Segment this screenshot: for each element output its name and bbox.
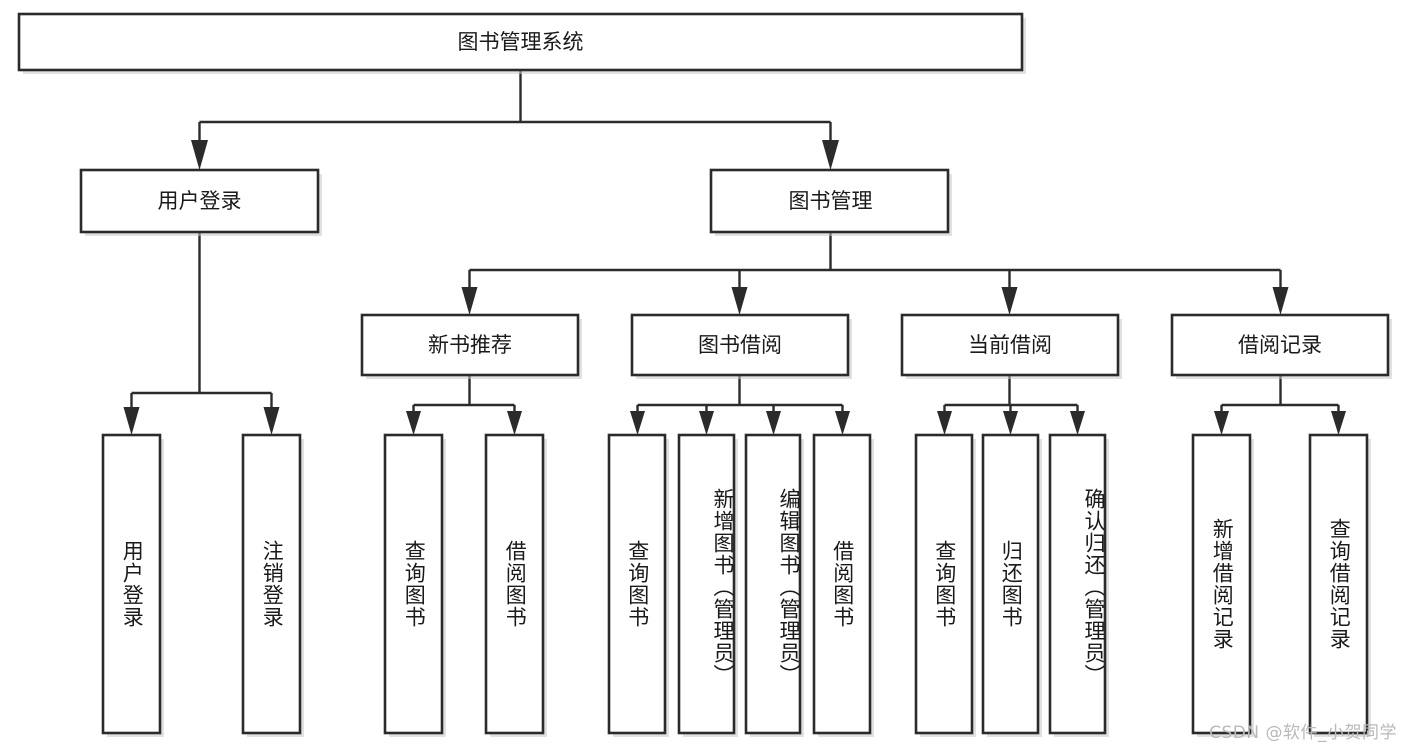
- node-leaf-logout-box: [241, 433, 302, 735]
- node-leaf-add-record[interactable]: [1191, 433, 1254, 737]
- node-leaf-add-record-box: [1191, 433, 1252, 735]
- nodes-layer: 图书管理系统 用户登录 图书管理 新书推荐 图书: [17, 12, 1392, 737]
- node-leaf-edit-book-box: [744, 433, 802, 735]
- node-book-borrow-box: [630, 313, 850, 377]
- arrow-to-new-book-rec: [461, 287, 478, 315]
- node-leaf-add-book-box: [677, 433, 736, 735]
- arrow-to-leaf-query-book-cur: [937, 411, 952, 435]
- node-root-box: [17, 12, 1024, 72]
- node-borrow-record-box: [1170, 313, 1390, 377]
- node-borrow-record-label: 借阅记录: [1238, 333, 1322, 357]
- node-root-label: 图书管理系统: [458, 30, 584, 54]
- node-user-login-label: 用户登录: [158, 189, 242, 213]
- node-leaf-user-login-box: [101, 433, 162, 735]
- arrow-to-leaf-query-book-borrow: [630, 411, 645, 435]
- arrow-to-leaf-add-record: [1214, 411, 1229, 435]
- arrow-to-leaf-borrow-book-rec: [507, 411, 522, 435]
- node-leaf-borrow-book-box: [812, 433, 872, 735]
- node-user-login[interactable]: 用户登录: [79, 168, 322, 236]
- arrow-to-leaf-return-book: [1003, 411, 1018, 435]
- arrow-to-user-login: [191, 140, 208, 170]
- arrow-to-leaf-logout: [263, 407, 280, 435]
- arrow-to-borrow-record: [1272, 287, 1289, 315]
- csdn-watermark: CSDN @软件_小贺同学: [1209, 723, 1397, 743]
- arrow-to-current-borrow: [1001, 287, 1018, 315]
- node-leaf-user-login[interactable]: [101, 433, 164, 737]
- node-user-login-box: [79, 168, 320, 234]
- node-current-borrow-box: [900, 313, 1120, 377]
- node-leaf-query-record-box: [1308, 433, 1369, 735]
- arrow-to-book-manage: [822, 140, 839, 170]
- node-leaf-borrow-book[interactable]: [812, 433, 874, 737]
- node-new-book-rec[interactable]: 新书推荐: [360, 313, 582, 379]
- node-book-borrow[interactable]: 图书借阅: [630, 313, 852, 379]
- node-leaf-return-book-box: [981, 433, 1040, 735]
- node-leaf-query-book-cur-box: [914, 433, 974, 735]
- arrow-to-leaf-user-login: [123, 407, 140, 435]
- node-leaf-query-book-borrow[interactable]: [607, 433, 669, 737]
- node-leaf-confirm-return[interactable]: [1048, 433, 1109, 737]
- node-leaf-confirm-return-box: [1048, 433, 1107, 735]
- arrow-to-leaf-query-book-rec: [406, 411, 421, 435]
- node-leaf-add-book[interactable]: [677, 433, 738, 737]
- arrow-to-leaf-edit-book: [766, 411, 781, 435]
- arrow-to-book-borrow: [731, 287, 748, 315]
- node-leaf-edit-book[interactable]: [744, 433, 804, 737]
- node-leaf-query-book-borrow-box: [607, 433, 667, 735]
- node-leaf-query-book-rec-box: [383, 433, 444, 735]
- node-book-manage[interactable]: 图书管理: [709, 168, 952, 236]
- node-book-borrow-label: 图书借阅: [698, 333, 782, 357]
- node-leaf-query-book-cur[interactable]: [914, 433, 976, 737]
- node-current-borrow-label: 当前借阅: [968, 333, 1052, 357]
- node-current-borrow[interactable]: 当前借阅: [900, 313, 1122, 379]
- node-leaf-query-book-rec[interactable]: [383, 433, 446, 737]
- arrow-to-leaf-borrow-book: [835, 411, 850, 435]
- node-leaf-return-book[interactable]: [981, 433, 1042, 737]
- node-root[interactable]: 图书管理系统: [17, 12, 1026, 74]
- node-new-book-rec-box: [360, 313, 580, 377]
- node-leaf-logout[interactable]: [241, 433, 304, 737]
- node-leaf-query-record[interactable]: [1308, 433, 1371, 737]
- node-leaf-borrow-book-rec-box: [484, 433, 545, 735]
- arrow-to-leaf-query-record: [1331, 411, 1346, 435]
- edges-layer: [123, 70, 1346, 435]
- node-book-manage-box: [709, 168, 950, 234]
- arrow-to-leaf-confirm-return: [1070, 411, 1085, 435]
- node-borrow-record[interactable]: 借阅记录: [1170, 313, 1392, 379]
- node-book-manage-label: 图书管理: [789, 189, 873, 213]
- arrow-to-leaf-add-book: [699, 411, 714, 435]
- node-leaf-borrow-book-rec[interactable]: [484, 433, 547, 737]
- node-new-book-rec-label: 新书推荐: [428, 333, 512, 357]
